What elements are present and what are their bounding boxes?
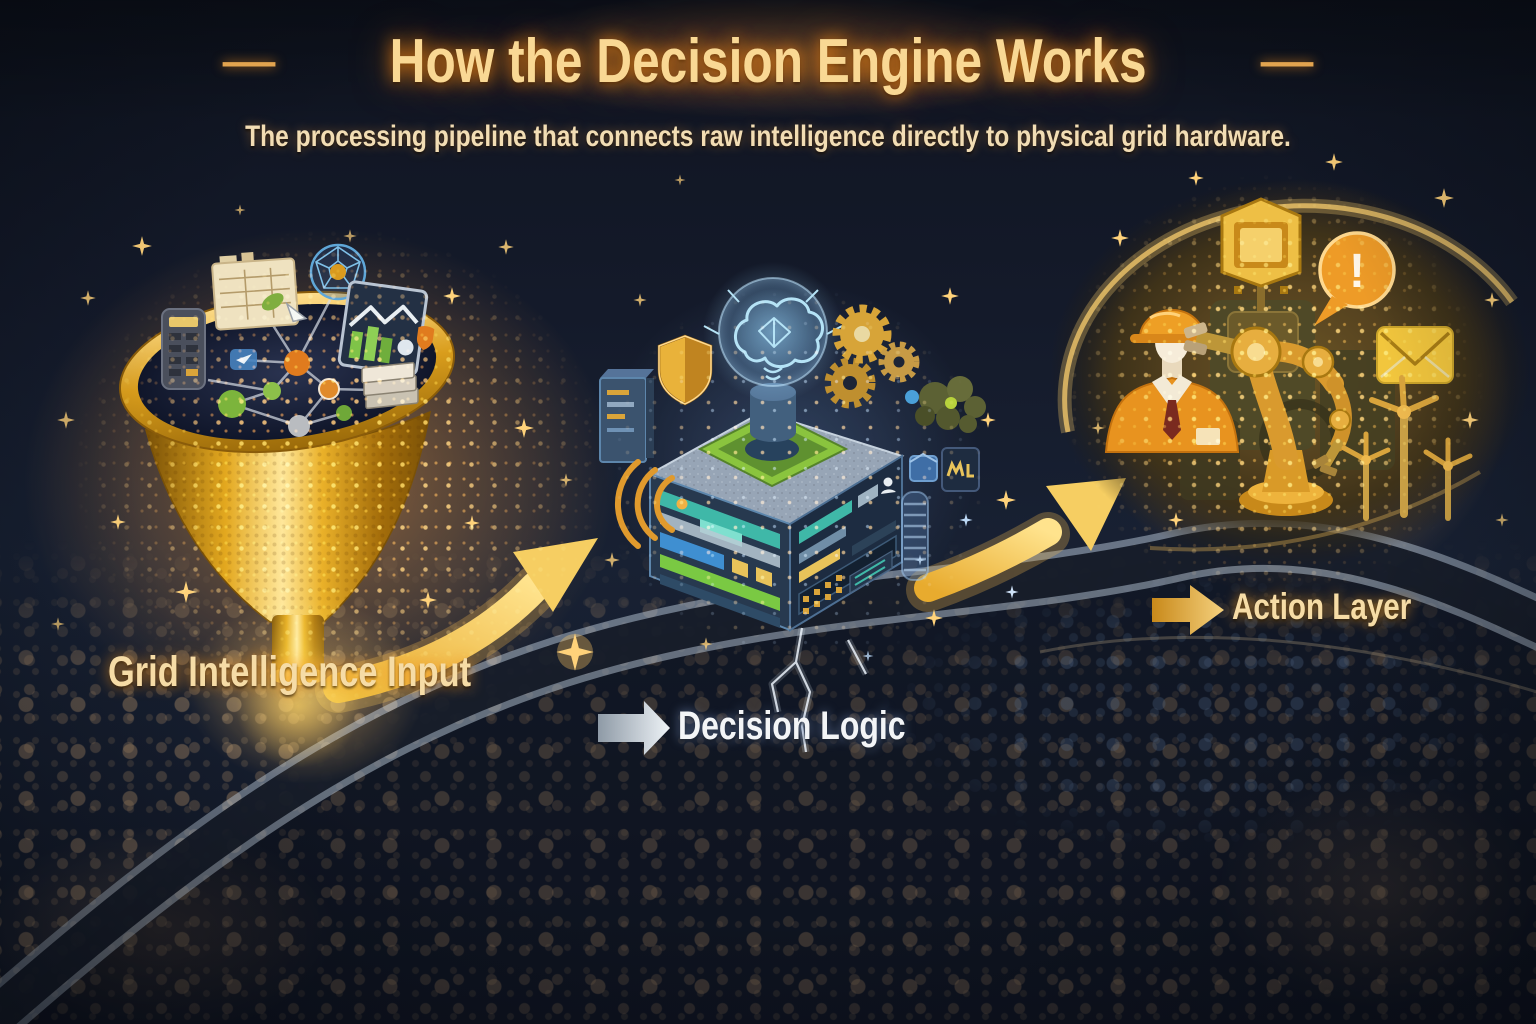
left-orange-glow (0, 140, 720, 820)
bottom-right-glow (1180, 740, 1536, 1024)
decision-cube-icon (647, 410, 905, 632)
page-title: How the Decision Engine Works (389, 27, 1147, 96)
wind-turbine-icon (1341, 375, 1473, 521)
flow-ribbon (0, 519, 1536, 1024)
title-right-dash: — (1260, 36, 1314, 86)
funnel-spout-glow (140, 560, 470, 820)
calculator-icon (161, 308, 206, 390)
right-sparkle-dust (1010, 120, 1536, 660)
stage-label-decision-logic: Decision Logic (678, 704, 906, 748)
network-graph-icon (207, 299, 373, 437)
geodesic-globe-icon (309, 243, 367, 301)
center-blue-glow (540, 220, 1040, 690)
coil-icon (901, 491, 929, 581)
flow-arrow-2 (906, 478, 1126, 612)
page-subtitle: The processing pipeline that connects ra… (245, 120, 1291, 153)
flow-arrow-1 (315, 538, 598, 713)
title-left-dash: — (222, 36, 276, 86)
center-sparkle-dust (560, 240, 1030, 720)
bottom-dot-texture (0, 540, 1536, 1024)
alert-text: ! (1349, 245, 1365, 298)
alert-bubble-icon: ! (1314, 231, 1396, 326)
module-cube-icon (909, 452, 938, 482)
shield-icon (657, 334, 713, 406)
funnel-icon (118, 290, 456, 768)
sparkle-field (51, 153, 1509, 671)
server-tower-icon (599, 369, 654, 463)
decision-logic-arrow-icon (598, 701, 670, 755)
ai-brain-dome-icon (697, 262, 849, 488)
signal-waves-icon (614, 459, 688, 549)
stage-label-action-layer: Action Layer (1232, 586, 1412, 627)
crack-lines (768, 627, 870, 753)
action-layer-cluster (1050, 178, 1530, 566)
analytics-chart-icon (337, 280, 435, 376)
document-grid-icon (211, 252, 308, 331)
gears-icon (824, 304, 920, 409)
worker-icon (1104, 309, 1240, 453)
monitor-icon (1220, 197, 1302, 373)
title-row: — How the Decision Engine Works — (0, 26, 1536, 97)
action-layer-arrow-icon (1152, 585, 1224, 635)
robot-arm-icon (1183, 322, 1352, 516)
title-glow (380, 0, 1180, 140)
stage-label-grid-intelligence-input: Grid Intelligence Input (108, 648, 472, 696)
ml-module-icon (941, 447, 980, 492)
layer-stack-icon (361, 361, 419, 410)
bottom-left-glow (0, 800, 380, 1024)
blue-dot-texture (860, 560, 1536, 860)
email-icon (1376, 326, 1454, 384)
right-gold-glow (1030, 120, 1536, 660)
gear-cluster-icon (905, 376, 986, 433)
left-sparkle-dust (0, 160, 680, 780)
